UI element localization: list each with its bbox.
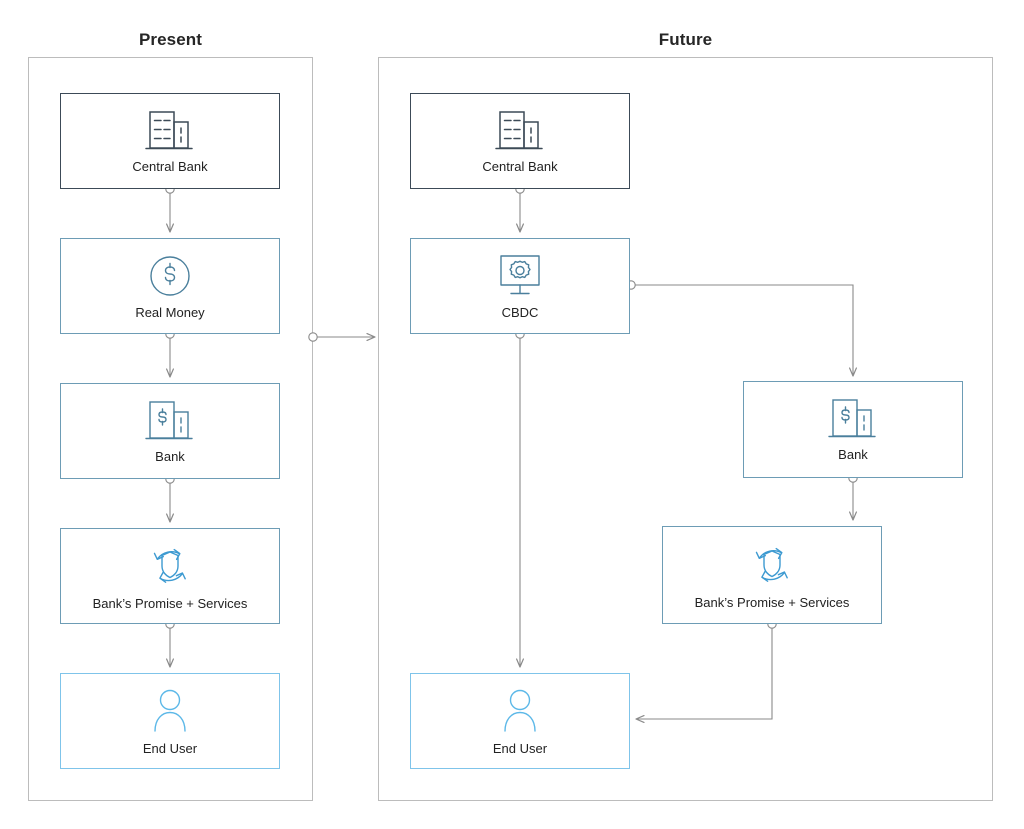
node-present-bank-promise[interactable]: Bank’s Promise + Services [60,528,280,624]
node-present-bank[interactable]: Bank [60,383,280,479]
monitor-gear-icon [493,252,547,300]
node-label: End User [492,740,548,756]
future-panel-title: Future [658,30,713,49]
shield-refresh-icon [745,540,799,590]
node-label: Bank’s Promise + Services [92,595,248,611]
node-label: Bank [155,448,185,464]
node-label: Central Bank [482,158,558,174]
future-panel [378,57,993,801]
node-present-real-money[interactable]: Real Money [60,238,280,334]
node-future-bank-promise[interactable]: Bank’s Promise + Services [662,526,882,624]
coin-dollar-icon [146,252,194,300]
node-label: End User [142,740,198,756]
person-icon [146,686,194,736]
node-present-central-bank[interactable]: Central Bank [60,93,280,189]
person-icon [496,686,544,736]
node-label: Central Bank [132,158,208,174]
central-bank-building-icon [491,108,549,154]
bank-building-dollar-icon [141,398,199,444]
shield-refresh-icon [143,541,197,591]
node-present-end-user[interactable]: End User [60,673,280,769]
bank-building-dollar-icon [824,396,882,442]
node-future-cbdc[interactable]: CBDC [410,238,630,334]
node-future-end-user[interactable]: End User [410,673,630,769]
present-panel [28,57,313,801]
node-label: Bank [838,447,868,463]
node-label: CBDC [501,304,539,320]
node-label: Bank’s Promise + Services [694,594,850,610]
node-future-central-bank[interactable]: Central Bank [410,93,630,189]
present-panel-title: Present [138,30,203,49]
central-bank-building-icon [141,108,199,154]
node-label: Real Money [135,304,205,320]
node-future-bank[interactable]: Bank [743,381,963,478]
